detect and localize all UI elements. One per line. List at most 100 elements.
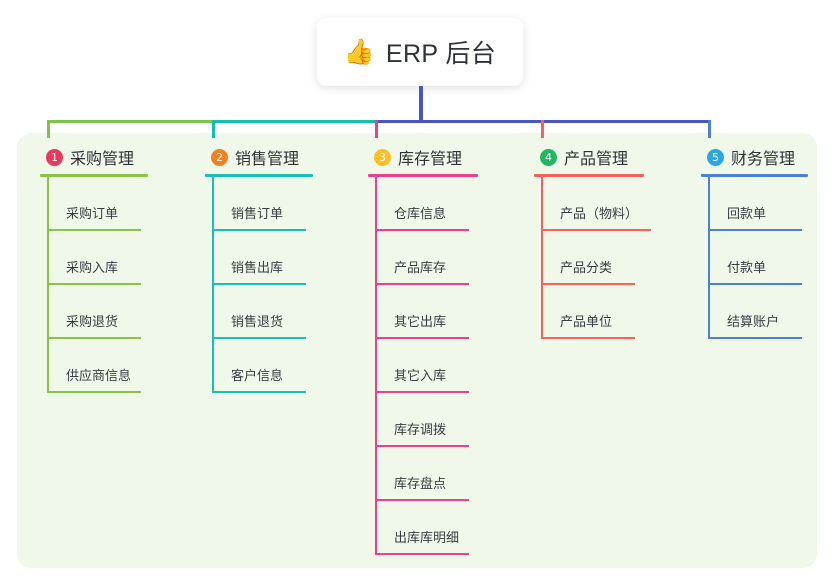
branch-item[interactable]: 其它入库 — [368, 339, 478, 393]
connector-stem-1 — [47, 120, 50, 138]
branch-item-label: 产品单位 — [560, 314, 613, 329]
branch-item-underline — [212, 337, 306, 339]
branch-item-label: 出库库明细 — [394, 530, 460, 545]
branch-header-underline — [40, 174, 148, 177]
branch-item[interactable]: 付款单 — [701, 231, 808, 285]
branch-item-label: 产品（物料） — [560, 206, 639, 221]
branch-item-label: 客户信息 — [231, 368, 284, 383]
branch-column-4[interactable]: 4 产品管理产品（物料） 产品分类产品单位 — [534, 146, 651, 339]
branch-title: 库存管理 — [398, 151, 463, 168]
branch-item[interactable]: 客户信息 — [205, 339, 313, 393]
branch-item[interactable]: 销售订单 — [205, 177, 313, 231]
branch-item[interactable]: 采购订单 — [40, 177, 148, 231]
connector-root-stem — [419, 86, 423, 123]
branch-item-label: 销售订单 — [231, 206, 284, 221]
branch-item[interactable]: 供应商信息 — [40, 339, 148, 393]
branch-item-label: 库存调拨 — [394, 422, 447, 437]
connector-stem-4 — [541, 120, 544, 138]
branch-item-underline — [375, 391, 469, 393]
branch-number-badge: 3 — [374, 148, 391, 166]
branch-item-list: 仓库信息产品库存其它出库其它入库库存调拨库存盘点出库库明细 — [368, 177, 478, 555]
branch-item[interactable]: 销售退货 — [205, 285, 313, 339]
branch-item[interactable]: 产品（物料） — [534, 177, 651, 231]
branch-item[interactable]: 产品库存 — [368, 231, 478, 285]
branch-header-underline — [205, 174, 313, 177]
branch-item[interactable]: 仓库信息 — [368, 177, 478, 231]
branch-item-underline — [47, 337, 141, 339]
branch-item-underline — [375, 553, 469, 555]
branch-item-label: 销售退货 — [231, 314, 284, 329]
branch-item-underline — [375, 445, 469, 447]
branch-title: 采购管理 — [70, 151, 135, 168]
branch-item[interactable]: 回款单 — [701, 177, 808, 231]
branch-column-3[interactable]: 3 库存管理仓库信息产品库存其它出库其它入库库存调拨库存盘点出库库明细 — [368, 146, 478, 555]
branch-header-4[interactable]: 4 产品管理 — [534, 146, 644, 168]
branch-item-underline — [47, 283, 141, 285]
branch-spine — [708, 177, 710, 339]
branch-item-list: 回款单付款单结算账户 — [701, 177, 808, 339]
branch-item-label: 其它入库 — [394, 368, 447, 383]
branch-spine — [541, 177, 543, 339]
branch-item-underline — [541, 229, 651, 231]
root-node-title: ERP 后台 — [385, 40, 497, 68]
branch-item-label: 产品库存 — [394, 260, 447, 275]
branch-item[interactable]: 出库库明细 — [368, 501, 478, 555]
branch-title: 销售管理 — [235, 151, 300, 168]
branch-item-label: 产品分类 — [560, 260, 613, 275]
connector-bar-segment-2 — [212, 120, 378, 123]
branch-item-list: 采购订单采购入库采购退货供应商信息 — [40, 177, 148, 393]
branch-item-label: 销售出库 — [231, 260, 284, 275]
branch-header-underline — [534, 174, 644, 177]
branch-title: 财务管理 — [731, 151, 796, 168]
branch-item-label: 采购退货 — [66, 314, 119, 329]
branch-item-label: 采购订单 — [66, 206, 119, 221]
branch-item[interactable]: 产品分类 — [534, 231, 644, 285]
branch-item[interactable]: 结算账户 — [701, 285, 808, 339]
branch-item-underline — [708, 337, 802, 339]
branch-item[interactable]: 采购入库 — [40, 231, 148, 285]
branch-title: 产品管理 — [564, 151, 629, 168]
branch-item-label: 其它出库 — [394, 314, 447, 329]
branch-spine — [212, 177, 214, 393]
branch-item-underline — [541, 337, 635, 339]
branch-item-underline — [541, 283, 635, 285]
branch-item-underline — [47, 229, 141, 231]
branch-item-underline — [212, 283, 306, 285]
root-node-erp-backend[interactable]: 👍 ERP 后台 — [317, 18, 523, 86]
branch-item[interactable]: 采购退货 — [40, 285, 148, 339]
branch-item-label: 结算账户 — [727, 314, 780, 329]
branch-spine — [375, 177, 377, 555]
branch-item-label: 仓库信息 — [394, 206, 447, 221]
branch-header-5[interactable]: 5 财务管理 — [701, 146, 808, 168]
connector-stem-2 — [212, 120, 215, 138]
branch-item-underline — [47, 391, 141, 393]
branch-spine — [47, 177, 49, 393]
branch-number-badge: 5 — [707, 148, 724, 166]
diagram-panel — [17, 133, 817, 568]
branch-item-underline — [375, 499, 469, 501]
branch-item-label: 库存盘点 — [394, 476, 447, 491]
branch-item-underline — [708, 229, 802, 231]
branch-item-underline — [375, 283, 469, 285]
branch-column-5[interactable]: 5 财务管理回款单付款单结算账户 — [701, 146, 808, 339]
thumbs-up-icon: 👍 — [343, 37, 375, 66]
branch-item[interactable]: 库存盘点 — [368, 447, 478, 501]
branch-item[interactable]: 产品单位 — [534, 285, 644, 339]
branch-item-list: 产品（物料） 产品分类产品单位 — [534, 177, 651, 339]
branch-item-label: 采购入库 — [66, 260, 119, 275]
branch-item[interactable]: 库存调拨 — [368, 393, 478, 447]
connector-stem-5 — [708, 120, 711, 138]
branch-header-3[interactable]: 3 库存管理 — [368, 146, 478, 168]
branch-item-list: 销售订单销售出库销售退货客户信息 — [205, 177, 313, 393]
connector-stem-3 — [375, 120, 378, 138]
connector-bar-segment-1 — [47, 120, 215, 123]
branch-item[interactable]: 其它出库 — [368, 285, 478, 339]
branch-item[interactable]: 销售出库 — [205, 231, 313, 285]
branch-number-badge: 4 — [540, 148, 557, 166]
branch-item-underline — [708, 283, 802, 285]
